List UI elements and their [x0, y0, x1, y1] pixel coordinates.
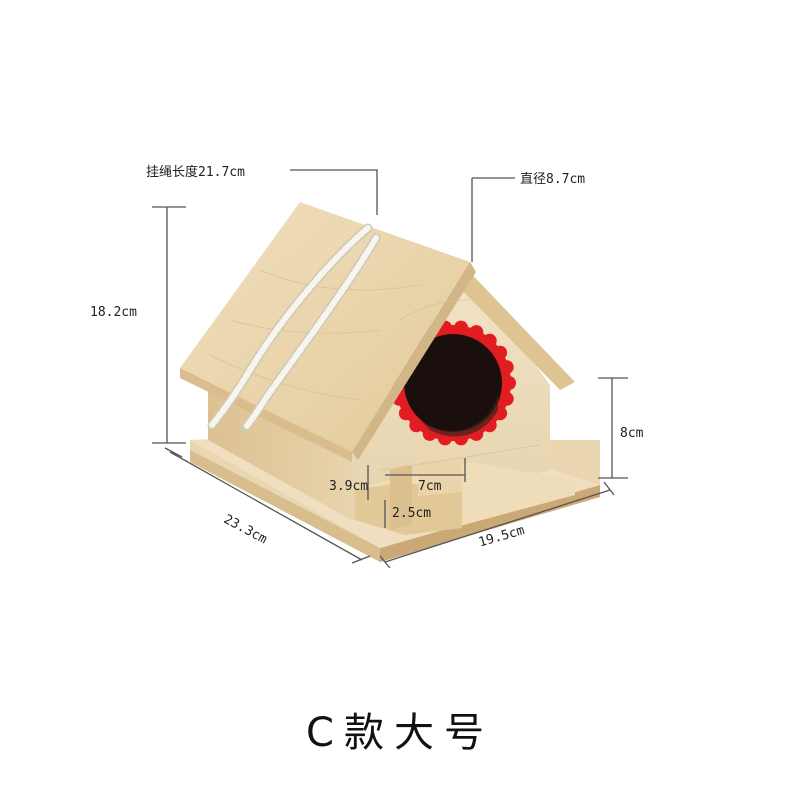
trim-scallop — [398, 406, 413, 421]
trim-scallop — [482, 333, 497, 348]
perch-height-label: 3.9cm — [329, 479, 369, 494]
trim-scallop — [454, 320, 468, 335]
wall-height-label: 8cm — [620, 426, 644, 441]
trim-scallop — [499, 360, 514, 375]
hole-diameter-label: 直径8.7cm — [520, 172, 586, 187]
trim-scallop — [409, 418, 424, 433]
hanging-rope — [207, 223, 381, 433]
perch-length-label: 7cm — [418, 479, 442, 494]
perch — [355, 458, 575, 535]
total-height-label: 18.2cm — [90, 305, 137, 320]
trim-scallop — [502, 376, 516, 390]
product-caption: C款大号 — [306, 710, 494, 756]
wood-grain — [209, 269, 541, 471]
trim-scallop — [493, 345, 508, 360]
dimension-lines — [152, 169, 628, 569]
step-height-label: 2.5cm — [392, 506, 432, 521]
rope-length-label: 挂绳长度21.7cm — [146, 165, 245, 180]
trim-scallop — [499, 391, 514, 406]
roof-panel — [180, 202, 470, 452]
side-wall — [208, 385, 352, 520]
trim-scallop — [469, 325, 484, 340]
roof-front-edge — [452, 262, 575, 390]
